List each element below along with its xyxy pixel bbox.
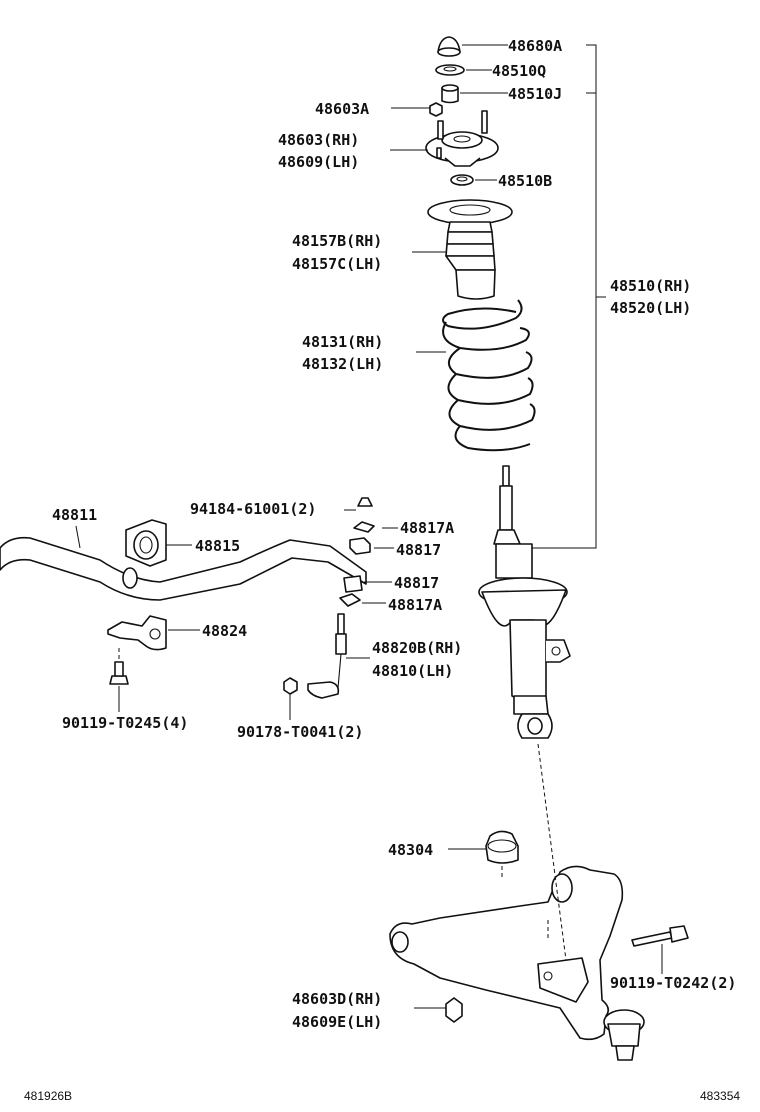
- label-48131-rh: 48131(RH): [302, 333, 383, 351]
- label-48820b-rh: 48820B(RH): [372, 639, 462, 657]
- footer-right-code: 483354: [700, 1089, 740, 1103]
- label-48510j: 48510J: [508, 85, 562, 103]
- nut-48603a-drawing: [429, 102, 443, 117]
- ball-joint-drawing: [603, 1009, 645, 1061]
- label-90119-t0242: 90119-T0242(2): [610, 974, 736, 992]
- stabilizer-link-parts-drawing: [339, 497, 375, 607]
- label-48609-lh: 48609(LH): [278, 153, 359, 171]
- label-48603d-rh: 48603D(RH): [292, 990, 382, 1008]
- bolt-90119-t0245-drawing: [109, 648, 129, 685]
- label-48157b-rh: 48157B(RH): [292, 232, 382, 250]
- label-48157c-lh: 48157C(LH): [292, 255, 382, 273]
- label-48132-lh: 48132(LH): [302, 355, 383, 373]
- label-94184-61001: 94184-61001(2): [190, 500, 316, 518]
- label-48817a-bottom: 48817A: [388, 596, 442, 614]
- label-90119-t0245: 90119-T0245(4): [62, 714, 188, 732]
- strut-upper-parts: [425, 36, 571, 739]
- stabilizer-link-drawing: [307, 613, 347, 699]
- label-48817a-top: 48817A: [400, 519, 454, 537]
- nut-90178-t0041-drawing: [283, 677, 298, 695]
- coil-spring-drawing: [442, 299, 536, 452]
- bolt-90119-t0242-drawing: [631, 925, 689, 947]
- shock-absorber-drawing: [478, 465, 571, 739]
- label-48520-lh: 48520(LH): [610, 299, 691, 317]
- lower-arm-assembly: [389, 743, 689, 1061]
- label-48824: 48824: [202, 622, 247, 640]
- bushing-48815-drawing: [125, 519, 167, 567]
- bearing-48510b-drawing: [450, 174, 474, 186]
- footer-codes: 481926B 483354: [24, 1089, 740, 1103]
- label-90178-t0041: 90178-T0041(2): [237, 723, 363, 741]
- footer-left-code: 481926B: [24, 1089, 72, 1103]
- label-48811: 48811: [52, 506, 97, 524]
- bracket-48824-drawing: [107, 615, 167, 651]
- lower-arm-drawing: [389, 865, 624, 1041]
- label-48680a: 48680A: [508, 37, 562, 55]
- stabilizer-assembly: [0, 497, 375, 699]
- washer-48510q-drawing: [435, 64, 465, 76]
- cushion-48510j-drawing: [441, 84, 459, 104]
- label-48510b: 48510B: [498, 172, 552, 190]
- label-48817-bottom: 48817: [394, 574, 439, 592]
- nut-48603d-drawing: [445, 997, 463, 1023]
- cap-48680a-drawing: [437, 36, 461, 57]
- label-48609e-lh: 48609E(LH): [292, 1013, 382, 1031]
- upper-support-drawing: [425, 110, 499, 167]
- label-48510q: 48510Q: [492, 62, 546, 80]
- label-48304: 48304: [388, 841, 433, 859]
- stabilizer-bar-drawing: [0, 536, 367, 601]
- leader-lines: [75, 44, 663, 1009]
- label-48510-rh: 48510(RH): [610, 277, 691, 295]
- bump-boot-drawing: [427, 199, 513, 300]
- part-labels: 48680A 48510Q 48510J 48603A 48603(RH) 48…: [52, 37, 736, 1031]
- label-48603-rh: 48603(RH): [278, 131, 359, 149]
- label-48815: 48815: [195, 537, 240, 555]
- label-48810-lh: 48810(LH): [372, 662, 453, 680]
- label-48817-top: 48817: [396, 541, 441, 559]
- label-48603a: 48603A: [315, 100, 369, 118]
- bumper-48304-drawing: [485, 830, 519, 880]
